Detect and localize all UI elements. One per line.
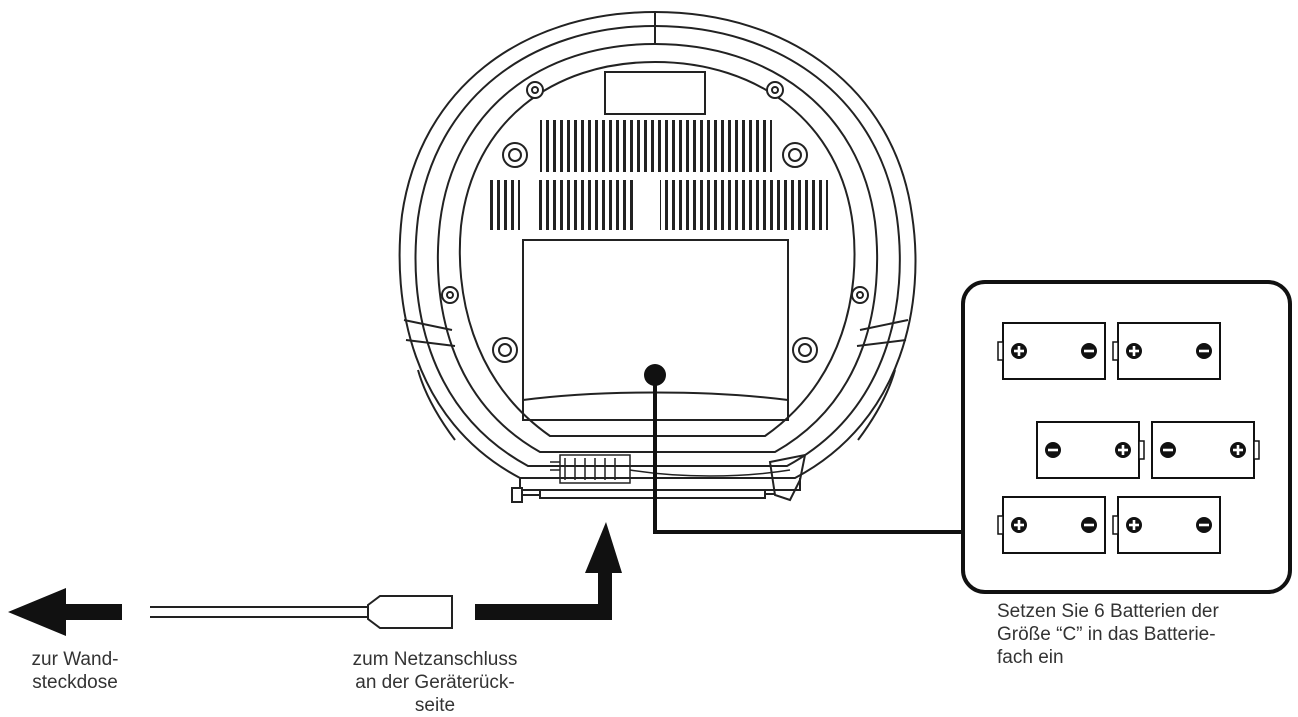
device-handle-clip — [768, 453, 807, 502]
device-housing-ring-3 — [458, 60, 856, 437]
device-socket-line-3: seite — [414, 695, 456, 716]
plus-terminal-icon — [1126, 517, 1142, 533]
device-side-slot-right — [857, 369, 896, 441]
device-vents — [490, 120, 828, 230]
battery-icon — [997, 322, 1106, 380]
plus-terminal-icon — [1126, 343, 1142, 359]
battery-note-line-1: Setzen Sie 6 Batterien der — [997, 601, 1219, 622]
screw-icon — [526, 81, 544, 99]
wall-socket-line-2: steckdose — [32, 672, 118, 693]
plug-icon — [367, 595, 453, 629]
device-antenna — [511, 487, 775, 503]
minus-terminal-icon — [1081, 517, 1097, 533]
screw-icon — [782, 142, 808, 168]
minus-terminal-icon — [1160, 442, 1176, 458]
battery-note-caption: Setzen Sie 6 Batterien der Größe “C” in … — [997, 600, 1287, 669]
battery-leader-line — [653, 375, 963, 534]
device-housing-ring-1 — [414, 24, 901, 467]
device-terminal-strip — [550, 454, 791, 484]
plus-terminal-icon — [1230, 442, 1246, 458]
battery-icon — [1036, 421, 1145, 479]
minus-terminal-icon — [1196, 343, 1212, 359]
device-screws — [441, 81, 869, 363]
minus-terminal-icon — [1081, 343, 1097, 359]
plus-terminal-icon — [1011, 517, 1027, 533]
screw-icon — [492, 337, 518, 363]
device-side-slot-left — [417, 369, 456, 441]
device-groove-left — [403, 319, 456, 347]
device-socket-line-1: zum Netzanschluss — [352, 649, 518, 670]
battery-icon — [1112, 496, 1221, 554]
screw-icon — [851, 286, 869, 304]
arrow-up-icon — [475, 522, 622, 620]
device-housing-outer — [398, 10, 917, 479]
battery-note-line-2: Größe “C” in das Batterie- — [997, 624, 1216, 645]
battery-icon — [997, 496, 1106, 554]
plus-terminal-icon — [1011, 343, 1027, 359]
screw-icon — [792, 337, 818, 363]
device-groove-right — [856, 319, 909, 347]
screw-icon — [766, 81, 784, 99]
battery-icon — [1112, 322, 1221, 380]
device-label-plate — [604, 71, 706, 115]
screw-icon — [441, 286, 459, 304]
device-socket-caption: zum Netzanschluss an der Geräterück- sei… — [325, 648, 545, 717]
device-housing-ring-2 — [436, 42, 879, 453]
screw-icon — [502, 142, 528, 168]
power-cable — [150, 606, 368, 618]
device-base — [519, 478, 801, 491]
device-socket-line-2: an der Geräterück- — [355, 672, 515, 693]
plus-terminal-icon — [1115, 442, 1131, 458]
wall-socket-caption: zur Wand- steckdose — [10, 648, 140, 694]
wall-socket-line-1: zur Wand- — [31, 649, 119, 670]
arrow-left-icon — [8, 588, 122, 636]
minus-terminal-icon — [1196, 517, 1212, 533]
battery-set — [997, 322, 1260, 554]
battery-icon — [1151, 421, 1260, 479]
minus-terminal-icon — [1045, 442, 1061, 458]
battery-note-line-3: fach ein — [997, 647, 1064, 668]
device-rear-view — [398, 10, 917, 502]
